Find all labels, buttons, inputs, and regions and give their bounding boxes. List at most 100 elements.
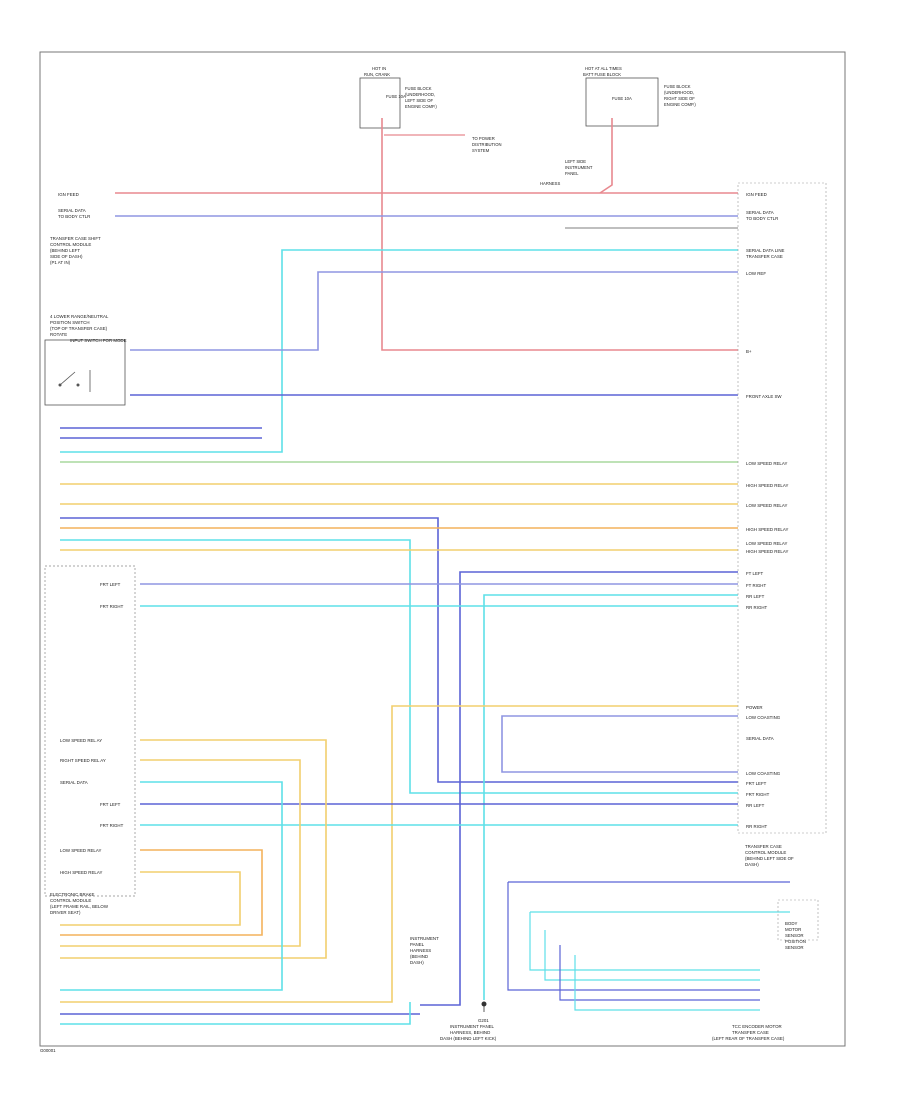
lower-center-4: (BEHIND [410,954,428,959]
left-connector-label-8: LOW SPEED RELAY [60,848,101,853]
fuse-box-left-title-1: HOT IN [372,66,386,71]
right-label-1: SERIAL DATA LINE [746,248,785,253]
right-label-11: HIGH SPEED RELAY [746,549,788,554]
fuse-box-right: HOT AT ALL TIMES BATT FUSE BLOCK FUSE 10… [583,66,696,127]
fuse-box-right-desc-1: FUSE BLOCK [664,84,691,89]
power-dist-2: DISTRIBUTION [472,142,502,147]
bottom-center-1: G201 [478,1018,489,1023]
power-dist-3: SYSTEM [472,148,490,153]
left-connector-label-7: FRT RIGHT [100,823,124,828]
bottom-center-2: INSTRUMENT PANEL [450,1024,495,1029]
fuse-box-left: HOT IN RUN, CRANK FUSE 10A FUSE BLOCK (U… [359,66,437,129]
right-label-4: B+ [746,349,752,354]
mid-right-wires [60,571,738,1006]
motor-label-2: MOTOR [785,927,801,932]
right-footer-3: (BEHIND LEFT SIDE OF [745,856,794,861]
lower-center-3: HARNESS [410,948,431,953]
right-label-8: LOW SPEED RELAY [746,503,787,508]
lower-left-wires [60,739,327,991]
right-footer-2: CONTROL MODULE [745,850,786,855]
footnote: G00001 [40,1048,56,1053]
ecm-box [44,565,136,897]
motor-label-5: SENSOR [785,945,804,950]
left-top-label-4: SIDE OF DASH) [50,254,83,259]
right-label-13: FT RIGHT [746,583,766,588]
left-connector-label-5: SERIAL DATA [60,780,88,785]
ecm-label-3: (LEFT FRAME RAIL, BELOW [50,904,109,909]
right-top-label-2: SERIAL DATA [746,210,774,215]
left-connector-label-1: FRT LEFT [100,582,121,587]
motor-box [777,899,819,941]
right-bottom-footer-3: (LEFT REAR OF TRANSFER CASE) [712,1036,785,1041]
power-dist-1: TO POWER [472,136,495,141]
right-label-20: FRT LEFT [746,781,767,786]
right-footer-4: DASH) [745,862,759,867]
right-label-14: RR LEFT [746,594,765,599]
right-top-label-3: TO BODY CTLR [746,216,778,221]
bottom-center-4: DASH (BEHIND LEFT KICK) [440,1036,497,1041]
right-label-17: LOW COASTING [746,715,781,720]
right-label-10: LOW SPEED RELAY [746,541,787,546]
switch-label-4: ROTATE [50,332,67,337]
fuse-box-right-title-1: HOT AT ALL TIMES [585,66,622,71]
fuse-box-left-title-2: RUN, CRANK [364,72,390,77]
bottom-center-3: HARNESS, BEHIND [450,1030,490,1035]
left-connector-label-4: RIGHT SPEED REL AY [60,758,106,763]
fuse-box-right-desc-2: (UNDERHOOD, [664,90,694,95]
red-wires [115,118,738,351]
blue-low-ref-wire [130,271,738,351]
splice-label-2: INSTRUMENT [565,165,593,170]
fuse-box-right-desc-3: RIGHT SIDE OF [664,96,695,101]
right-label-19: LOW COASTING [746,771,781,776]
lower-center-2: PANEL [410,942,425,947]
fuse-box-right-fuse: FUSE 10A [612,96,632,101]
left-top-label-2: CONTROL MODULE [50,242,91,247]
left-wire-top-2: SERIAL DATA [58,208,86,213]
left-wire-top-1: IGN FEED [58,192,79,197]
fuse-box-right-title-2: BATT FUSE BLOCK [583,72,621,77]
right-label-16: POWER [746,705,763,710]
switch-label-1: 4 LOWER RANGE/NEUTRAL [50,314,109,319]
right-label-22: RR LEFT [746,803,765,808]
right-label-21: FRT RIGHT [746,792,770,797]
right-label-15: RR RIGHT [746,605,768,610]
right-label-5: FRONT AXLE SW [746,394,782,399]
motor-label-3: SENSOR [785,933,804,938]
ecm-label-1: ELECTRONIC BRAKE [50,892,94,897]
right-label-23: RR RIGHT [746,824,768,829]
left-bundle [60,427,738,794]
left-top-label-3: (BEHIND LEFT [50,248,80,253]
fuse-box-right-desc-4: ENGINE COMP.) [664,102,696,107]
right-module-box [737,182,827,834]
right-bottom-footer-1: TCC ENCODER MOTOR [732,1024,782,1029]
right-footer-1: TRANSFER CASE [745,844,782,849]
bottom-cyan-wire [60,1002,411,1025]
left-wire-top-3: TO BODY CTLR [58,214,90,219]
right-label-7: HIGH SPEED RELAY [746,483,788,488]
right-label-3: LOW REF [746,271,766,276]
fuse-box-left-fuse: FUSE 10A [386,94,406,99]
ecm-label-2: CONTROL MODULE [50,898,91,903]
left-connector-label-3: LOW SPEED REL AY [60,738,102,743]
right-bottom-footer-2: TRANSFER CASE [732,1030,769,1035]
right-top-label-1: IGN FEED [746,192,767,197]
right-label-12: FT LEFT [746,571,764,576]
fuse-box-left-desc-1: FUSE BLOCK [405,86,432,91]
lower-center-1: INSTRUMENT [410,936,439,941]
switch-label-3: (TOP OF TRANSFER CASE) [50,326,108,331]
fuse-box-left-desc-3: LEFT SIDE OF [405,98,434,103]
right-label-9: HIGH SPEED RELAY [746,527,788,532]
ecm-label-4: DRIVER SEAT) [50,910,81,915]
fuse-box-left-desc-4: ENGINE COMP.) [405,104,437,109]
left-connector-label-6: FRT LEFT [100,802,121,807]
right-label-6: LOW SPEED RELAY [746,461,787,466]
right-label-2: TRANSFER CASE [746,254,783,259]
left-top-label-1: TRANSFER CASE SHIFT [50,236,101,241]
splice-label-3: PANEL [565,171,579,176]
cyan-wire-top [60,249,738,453]
right-label-18: SERIAL DATA [746,736,774,741]
switch-label-5: INPUT SWITCH FOR MODE [70,338,127,343]
left-connector-label-2: FRT RIGHT [100,604,124,609]
